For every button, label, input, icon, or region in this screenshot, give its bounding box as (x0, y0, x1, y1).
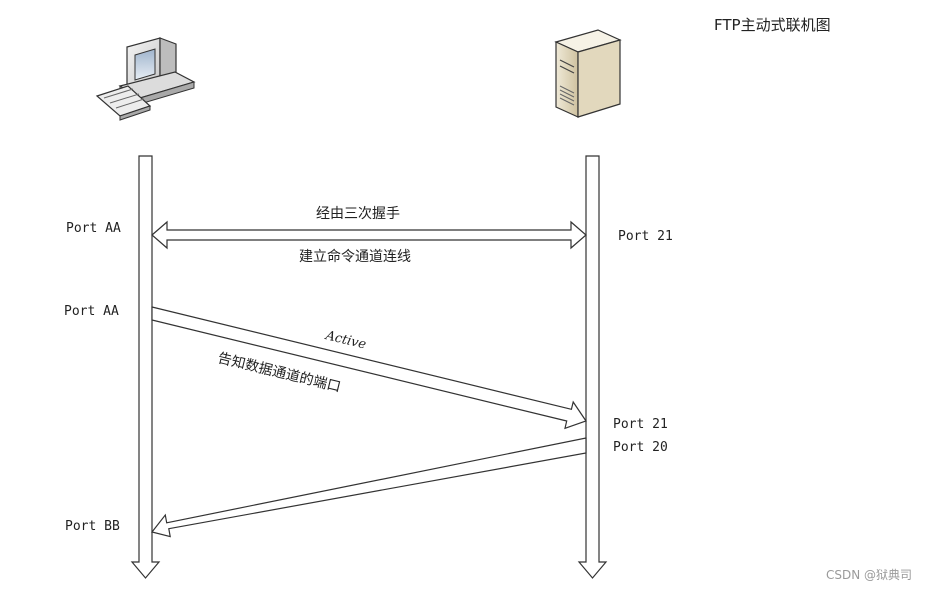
server-port-data-cmd-label: Port 21 (613, 417, 668, 432)
command-channel-double-arrow (151, 220, 587, 250)
data-connection-arrow (150, 437, 587, 538)
server-lifeline (577, 155, 608, 579)
client-port-recv-label: Port BB (65, 519, 120, 534)
server-tower-icon (554, 29, 622, 118)
server-port-data-src-label: Port 20 (613, 440, 668, 455)
server-port-cmd-label: Port 21 (618, 229, 673, 244)
client-port-announce-label: Port AA (64, 304, 119, 319)
active-label: Active (323, 328, 368, 353)
client-lifeline (130, 155, 161, 579)
desktop-computer-icon (95, 37, 196, 121)
active-announce-arrow (151, 306, 587, 430)
diagram-title: FTP主动式联机图 (714, 16, 831, 34)
command-channel-label: 建立命令通道连线 (299, 248, 411, 265)
watermark: CSDN @狱典司 (826, 568, 913, 582)
handshake-label: 经由三次握手 (316, 206, 400, 222)
client-port-cmd-label: Port AA (66, 221, 121, 236)
